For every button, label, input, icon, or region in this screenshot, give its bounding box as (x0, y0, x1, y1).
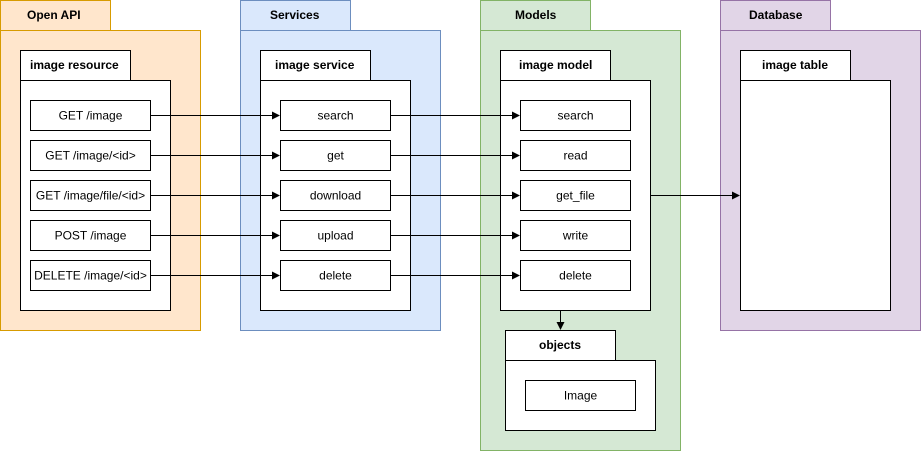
method-label: write (562, 229, 589, 243)
method-label: search (317, 109, 353, 123)
service-method-download[interactable]: download (280, 180, 391, 211)
endpoint-delete-image-id[interactable]: DELETE /image/<id> (30, 260, 151, 291)
object-image[interactable]: Image (525, 380, 636, 411)
model-method-search[interactable]: search (520, 100, 631, 131)
package-services-title: Services (270, 8, 320, 22)
method-label: get (327, 149, 344, 163)
endpoint-get-image[interactable]: GET /image (30, 100, 151, 131)
image-service-title: image service (275, 58, 355, 72)
image-resource-title: image resource (30, 58, 119, 72)
model-method-read[interactable]: read (520, 140, 631, 171)
endpoint-label: DELETE /image/<id> (34, 269, 147, 283)
model-method-delete[interactable]: delete (520, 260, 631, 291)
endpoint-label: GET /image/<id> (45, 149, 136, 163)
package-services-tab (240, 0, 351, 31)
package-models-title: Models (515, 8, 557, 22)
endpoint-label: GET /image (59, 109, 123, 123)
package-openapi-tab (0, 0, 111, 31)
method-label: download (310, 189, 361, 203)
service-method-search[interactable]: search (280, 100, 391, 131)
service-method-get[interactable]: get (280, 140, 391, 171)
method-label: upload (317, 229, 353, 243)
endpoint-get-image-id[interactable]: GET /image/<id> (30, 140, 151, 171)
endpoint-label: GET /image/file/<id> (36, 189, 145, 203)
package-models-tab (480, 0, 591, 31)
model-method-write[interactable]: write (520, 220, 631, 251)
objects-title: objects (539, 338, 581, 352)
package-database-title: Database (749, 8, 803, 22)
endpoint-get-image-file-id[interactable]: GET /image/file/<id> (30, 180, 151, 211)
image-table-frame[interactable]: image table (740, 50, 891, 311)
endpoint-post-image[interactable]: POST /image (30, 220, 151, 251)
package-openapi-title: Open API (27, 8, 81, 22)
image-table-title: image table (762, 58, 828, 72)
connectors (150, 111, 740, 330)
method-label: delete (559, 269, 592, 283)
object-label: Image (564, 389, 598, 403)
method-label: get_file (556, 189, 595, 203)
image-model-title: image model (519, 58, 592, 72)
service-method-delete[interactable]: delete (280, 260, 391, 291)
method-label: read (563, 149, 587, 163)
method-label: search (557, 109, 593, 123)
model-method-get-file[interactable]: get_file (520, 180, 631, 211)
endpoint-label: POST /image (55, 229, 127, 243)
method-label: delete (319, 269, 352, 283)
service-method-upload[interactable]: upload (280, 220, 391, 251)
